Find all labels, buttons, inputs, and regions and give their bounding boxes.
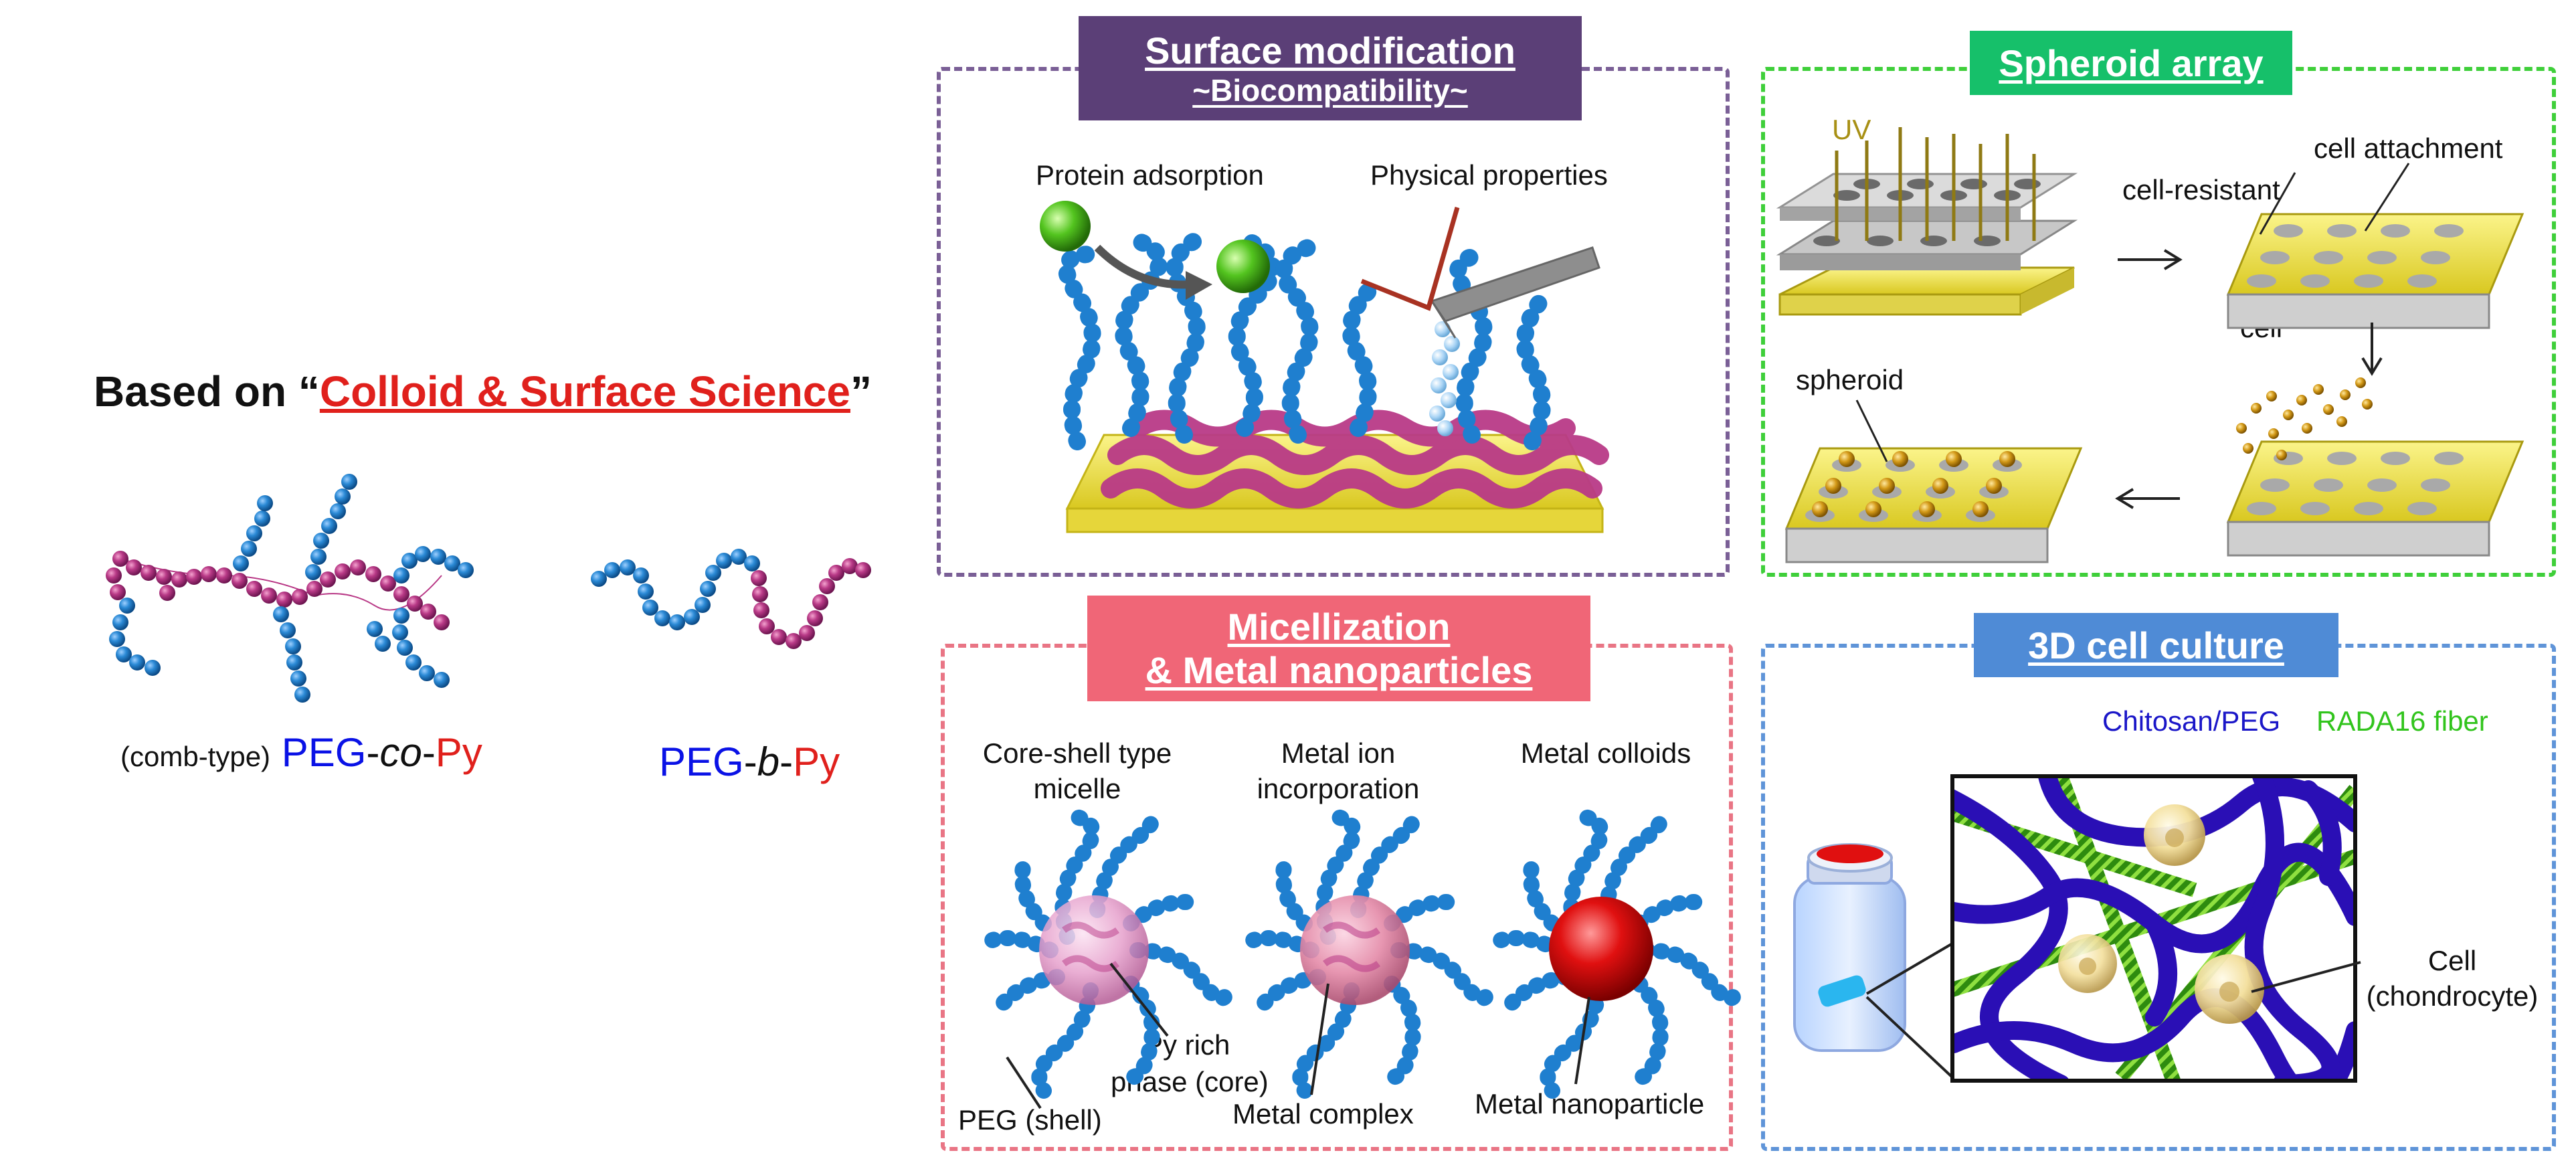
metal-colloids-label: Metal colloids: [1520, 737, 1691, 769]
core-shell-micelle: [976, 808, 1232, 1109]
patterned-plate: [2226, 163, 2524, 329]
surface-title: Surface modification: [1145, 29, 1515, 72]
spheroid-title: Spheroid array: [1999, 41, 2264, 84]
metal-ion-line1: Metal ion: [1281, 737, 1396, 769]
comb-peg: PEG: [281, 730, 367, 775]
intro-highlight: Colloid & Surface Science: [319, 367, 850, 416]
rada16-fiber-label: RADA16 fiber: [2316, 705, 2488, 737]
intro-prefix: Based on “: [94, 367, 320, 416]
micellization-header: Micellization & Metal nanoparticles: [1087, 596, 1590, 701]
spheroid-label: spheroid: [1796, 364, 1904, 395]
metal-ion-label: Metal ion incorporation: [1218, 736, 1459, 806]
spheroid-array-header: Spheroid array: [1970, 31, 2292, 95]
block-copolymer-figure: [591, 549, 871, 649]
physical-properties-label: Physical properties: [1370, 159, 1608, 191]
surface-subtitle: ~Biocompatibility~: [1192, 72, 1468, 108]
surface-modification-header: Surface modification ~Biocompatibility~: [1079, 16, 1582, 120]
intro-suffix: ”: [850, 367, 872, 416]
metal-ion-line2: incorporation: [1257, 772, 1420, 804]
cell-resistant-label: cell-resistant: [2122, 174, 2280, 205]
cell-line1: Cell: [2427, 945, 2477, 976]
peg-shell-label: PEG (shell): [958, 1104, 1102, 1136]
cell-attachment-label: cell attachment: [2314, 132, 2503, 164]
spheroid-plate: [1784, 399, 2083, 563]
cell-culture-header: 3D cell culture: [1974, 613, 2338, 677]
micelle-title-1: Micellization: [1227, 606, 1451, 648]
comb-py: Py: [435, 730, 482, 775]
block-py: Py: [793, 739, 840, 784]
block-dash2: -: [779, 739, 794, 784]
chitosan-peg-label: Chitosan/PEG: [2102, 705, 2281, 737]
metal-colloid-micelle: [1484, 808, 1741, 1099]
block-dash1: -: [743, 739, 757, 784]
block-b: b: [757, 739, 780, 784]
block-type-label: PEG-b-Py: [659, 739, 840, 785]
comb-dash1: -: [366, 730, 380, 775]
intro-heading: Based on “Colloid & Surface Science”: [94, 367, 872, 416]
comb-co: co: [379, 730, 422, 775]
comb-type-label: (comb-type) PEG-co-Py: [120, 729, 482, 776]
core-shell-label: Core-shell type micelle: [950, 736, 1204, 806]
cell-line2: (chondrocyte): [2366, 980, 2539, 1012]
seeded-plate: [2226, 377, 2524, 557]
core-shell-line1: Core-shell type: [982, 737, 1172, 769]
block-peg: PEG: [659, 739, 744, 784]
core-shell-line2: micelle: [1033, 772, 1121, 804]
metal-nanoparticle-label: Metal nanoparticle: [1475, 1088, 1705, 1119]
vial-icon: [1793, 843, 1954, 1079]
metal-complex-label: Metal complex: [1232, 1098, 1414, 1130]
cell-chondrocyte-label: Cell (chondrocyte): [2355, 944, 2549, 1014]
photomask-stack: [1776, 127, 2078, 316]
micelle-title-2: & Metal nanoparticles: [1145, 649, 1533, 691]
comb-note: (comb-type): [120, 741, 271, 772]
metal-ion-micelle: [1236, 808, 1493, 1099]
protein-adsorption-label: Protein adsorption: [1036, 159, 1264, 191]
uv-label: UV: [1832, 114, 1871, 145]
culture-title: 3D cell culture: [2028, 624, 2284, 666]
comb-copolymer-figure: [106, 474, 474, 703]
comb-dash2: -: [422, 730, 436, 775]
